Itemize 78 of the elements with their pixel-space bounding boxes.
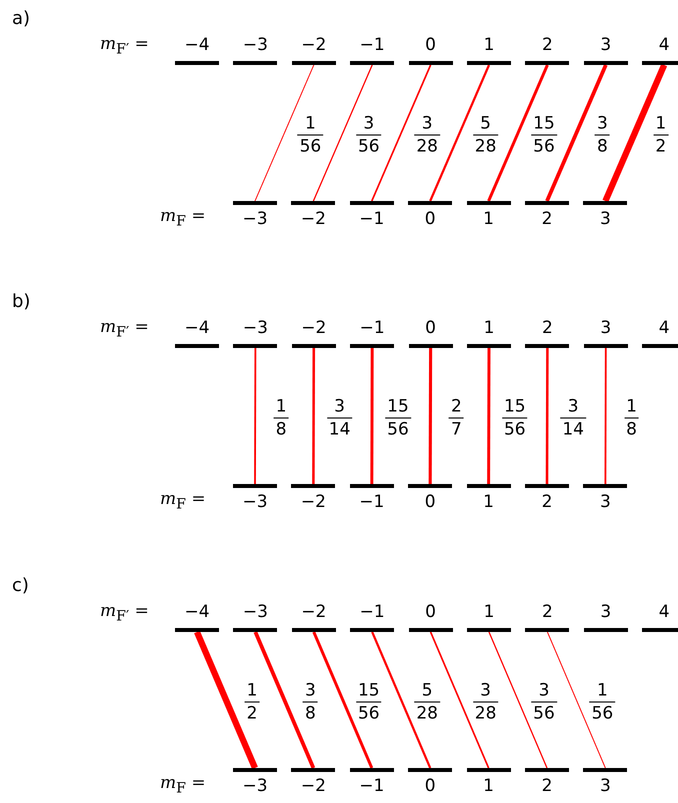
level-number: −2 [300, 209, 327, 229]
level-number: 2 [540, 492, 554, 512]
level-number: 3 [598, 776, 612, 796]
transition-line [312, 64, 373, 202]
level-number: 1 [482, 318, 496, 338]
transition-line [312, 631, 374, 769]
level-number: −2 [300, 776, 327, 796]
level-number: −3 [242, 35, 269, 55]
level-number: −1 [358, 209, 386, 229]
transition-line [254, 348, 256, 484]
level-number: −3 [241, 209, 269, 229]
level-number: 2 [540, 35, 554, 55]
level-number: −4 [183, 318, 211, 338]
level-number: 3 [599, 602, 612, 622]
quantum-number-label: m$_{F′}$ = [100, 601, 149, 624]
level-number: 2 [540, 602, 554, 622]
panel-letter: b) [12, 291, 30, 312]
transition-line [487, 64, 549, 202]
panel-letter: a) [12, 8, 30, 29]
level-number: −2 [300, 318, 328, 338]
level-number: 0 [424, 492, 437, 512]
level-number: 0 [424, 602, 437, 622]
transition-line [371, 632, 432, 768]
transition-line [487, 348, 490, 484]
level-number: −2 [300, 602, 328, 622]
panel-letter: c) [12, 575, 29, 596]
level-number: 0 [424, 318, 437, 338]
level-number: −3 [241, 776, 269, 796]
level-number: 1 [482, 602, 496, 622]
level-number: 3 [598, 492, 612, 512]
level-number: 4 [658, 35, 671, 55]
level-number: 1 [482, 776, 495, 796]
transition-line [371, 64, 432, 202]
level-number: −3 [242, 602, 269, 622]
level-number: 3 [599, 318, 612, 338]
level-number: −1 [358, 602, 386, 622]
level-number: 0 [424, 35, 437, 55]
level-number: 3 [598, 209, 612, 229]
level-number: 4 [658, 318, 671, 338]
quantum-number-label: m$_{F}$ = [160, 773, 206, 796]
transition-line [602, 64, 668, 202]
level-number: 4 [658, 602, 671, 622]
level-number: 1 [482, 209, 495, 229]
level-number: 2 [540, 209, 554, 229]
level-number: −1 [358, 492, 386, 512]
transition-line [312, 348, 316, 484]
quantum-number-label: m$_{F′}$ = [100, 34, 149, 58]
transition-line [546, 632, 606, 768]
level-number: 3 [599, 35, 612, 55]
transition-line [430, 632, 490, 768]
transition-line [370, 348, 374, 484]
transition-line [546, 348, 549, 484]
level-number: −1 [358, 35, 386, 55]
level-number: 2 [540, 318, 554, 338]
quantum-number-label: m$_{F′}$ = [100, 317, 149, 340]
transition-line [488, 632, 548, 768]
quantum-number-label: m$_{F}$ = [160, 206, 206, 230]
transition-line [545, 64, 608, 202]
level-number: 1 [482, 35, 496, 55]
transition-line [429, 64, 490, 202]
level-number: −1 [358, 318, 386, 338]
level-number: 2 [540, 776, 554, 796]
transition-line [254, 631, 316, 769]
quantum-number-label: m$_{F}$ = [160, 489, 206, 512]
transition-line [254, 64, 314, 202]
level-number: 0 [424, 776, 437, 796]
level-number: −3 [241, 492, 269, 512]
level-number: −4 [183, 602, 211, 622]
transition-line [428, 348, 432, 484]
level-number: −2 [300, 492, 327, 512]
level-number: −2 [300, 35, 328, 55]
level-number: 1 [482, 492, 495, 512]
level-number: −1 [358, 776, 386, 796]
level-number: −3 [242, 318, 269, 338]
transition-line [604, 348, 607, 484]
level-number: 0 [424, 209, 437, 229]
transition-line [194, 630, 258, 770]
level-number: −4 [183, 35, 211, 55]
